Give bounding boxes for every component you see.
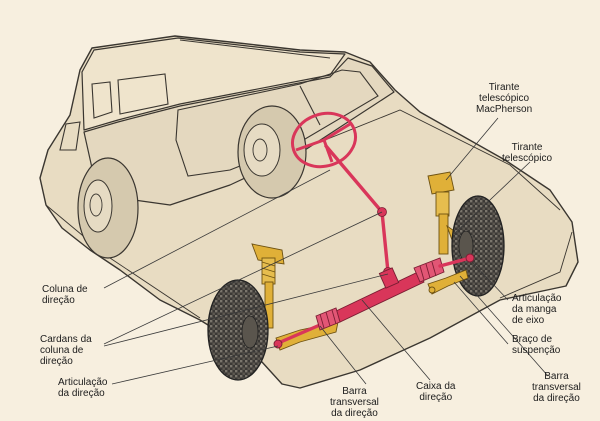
label-tirante-telescopico: Tirante telescópico: [502, 142, 552, 164]
label-braco-suspencao: Braço de suspenção: [512, 334, 560, 356]
front-left-wheel: [208, 280, 268, 380]
label-barra-transversal-dir: Barra transversal da direção: [532, 371, 581, 404]
label-cardans: Cardans da coluna de direção: [40, 334, 92, 367]
label-barra-transversal-esq: Barra transversal da direção: [330, 386, 379, 419]
label-caixa-direcao: Caixa da direção: [416, 381, 455, 403]
label-articulacao-manga: Articulação da manga de eixo: [512, 293, 561, 326]
label-articulacao-direcao: Articulação da direção: [58, 377, 107, 399]
label-coluna-direcao: Coluna de direção: [42, 284, 88, 306]
label-tirante-macpherson: Tirante telescópico MacPherson: [476, 82, 532, 115]
rear-left-wheel: [78, 158, 138, 258]
